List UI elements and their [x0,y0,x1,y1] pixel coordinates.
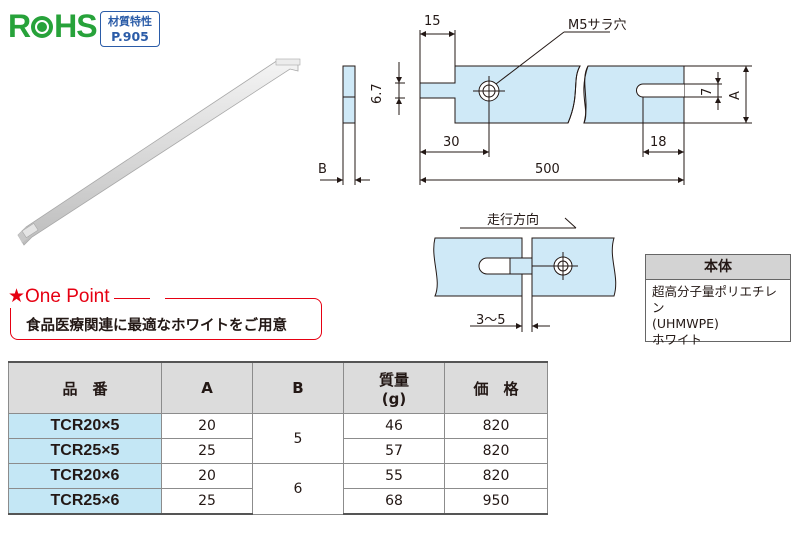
dim-label-gap: 3～5 [476,313,506,328]
cell-mass: 57 [343,438,445,464]
col-header-A: A [161,361,253,414]
badge-page-ref: P.905 [111,29,149,44]
material-box: 本体 超高分子量ポリエチレン (UHMWPE) ホワイト [645,254,791,347]
cell-A: 25 [161,488,253,515]
table-row: TCR20×5 20 5 46 820 [8,413,548,464]
col-header-price: 価 格 [444,361,548,414]
material-line: (UHMWPE) [652,316,719,331]
table-row: TCR20×6 20 6 55 820 [8,463,548,515]
cell-mass: 55 [343,463,445,489]
cell-price: 820 [444,438,548,464]
cell-price: 950 [444,488,548,515]
spec-table: 品 番 A B 質量 (g) 価 格 TCR20×5 20 5 46 820 T… [8,361,548,515]
one-point-box-gap [150,294,165,302]
col-header-mass-unit: (g) [381,389,407,408]
cell-price: 820 [444,463,548,489]
cell-B: 5 [252,413,344,464]
dim-label-B: B [318,162,327,177]
globe-icon [31,15,54,38]
material-line: 超高分子量ポリエチレン [652,284,778,315]
table-row: TCR25×5 25 57 820 [8,438,548,464]
technical-drawing [320,30,752,332]
one-point-text: 食品医療関連に最適なホワイトをご用意 [26,318,287,334]
dim-label-A: A [728,91,743,100]
cell-B: 6 [252,463,344,515]
dim-label-18: 18 [650,135,667,150]
dim-label-hole: M5サラ穴 [568,18,627,33]
cell-A: 25 [161,438,253,464]
col-header-B: B [252,361,344,414]
dim-label-15: 15 [424,14,441,29]
material-characteristics-badge[interactable]: 材質特性 P.905 [100,11,160,47]
one-point-title: ★One Point [8,286,114,308]
part-number: TCR20×6 [8,463,162,489]
dim-label-30: 30 [443,135,460,150]
material-heading: 本体 [646,255,790,280]
cell-A: 20 [161,413,253,439]
badge-label: 材質特性 [108,15,152,28]
col-header-mass: 質量 (g) [343,361,445,414]
part-number: TCR20×5 [8,413,162,439]
one-point-box [10,298,322,340]
col-header-part: 品 番 [8,361,162,414]
cell-A: 20 [161,463,253,489]
col-header-mass-label: 質量 [378,370,409,389]
dim-label-7: 7 [700,87,715,96]
part-number: TCR25×5 [8,438,162,464]
dim-label-6-7: 6.7 [370,83,385,104]
table-row: TCR25×6 25 68 950 [8,488,548,515]
cell-mass: 68 [343,488,445,515]
cell-price: 820 [444,413,548,439]
material-line: ホワイト [652,332,703,347]
part-number: TCR25×6 [8,488,162,515]
cell-mass: 46 [343,413,445,439]
dim-label-500: 500 [535,162,560,177]
product-photo [17,58,301,246]
direction-label: 走行方向 [487,213,540,228]
